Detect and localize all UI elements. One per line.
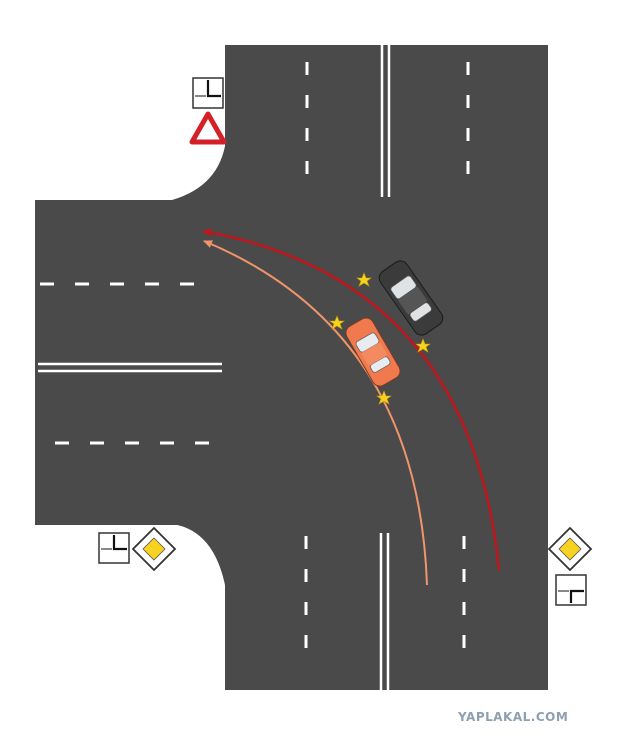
site-watermark: YAPLAKAL.COM <box>458 710 569 724</box>
road-surface <box>35 45 548 690</box>
direction-plate-left <box>98 532 130 564</box>
impact-star-4 <box>415 338 431 353</box>
impact-star-2 <box>376 390 392 405</box>
road-markings <box>38 45 470 690</box>
yield-sign <box>189 111 227 145</box>
impact-star-1 <box>329 315 345 330</box>
left-road <box>35 200 227 525</box>
impact-markers <box>329 272 431 405</box>
gray-car <box>378 260 444 336</box>
corner-fillet-top <box>172 140 226 200</box>
direction-plate-top <box>192 77 224 109</box>
gray-car-path <box>202 228 501 571</box>
direction-plate-right <box>555 574 587 606</box>
priority-road-sign-left <box>131 526 177 572</box>
priority-road-sign-right <box>547 526 593 572</box>
orange-car <box>345 317 401 387</box>
impact-star-3 <box>356 272 372 287</box>
corner-fillet-bottom <box>172 524 226 590</box>
